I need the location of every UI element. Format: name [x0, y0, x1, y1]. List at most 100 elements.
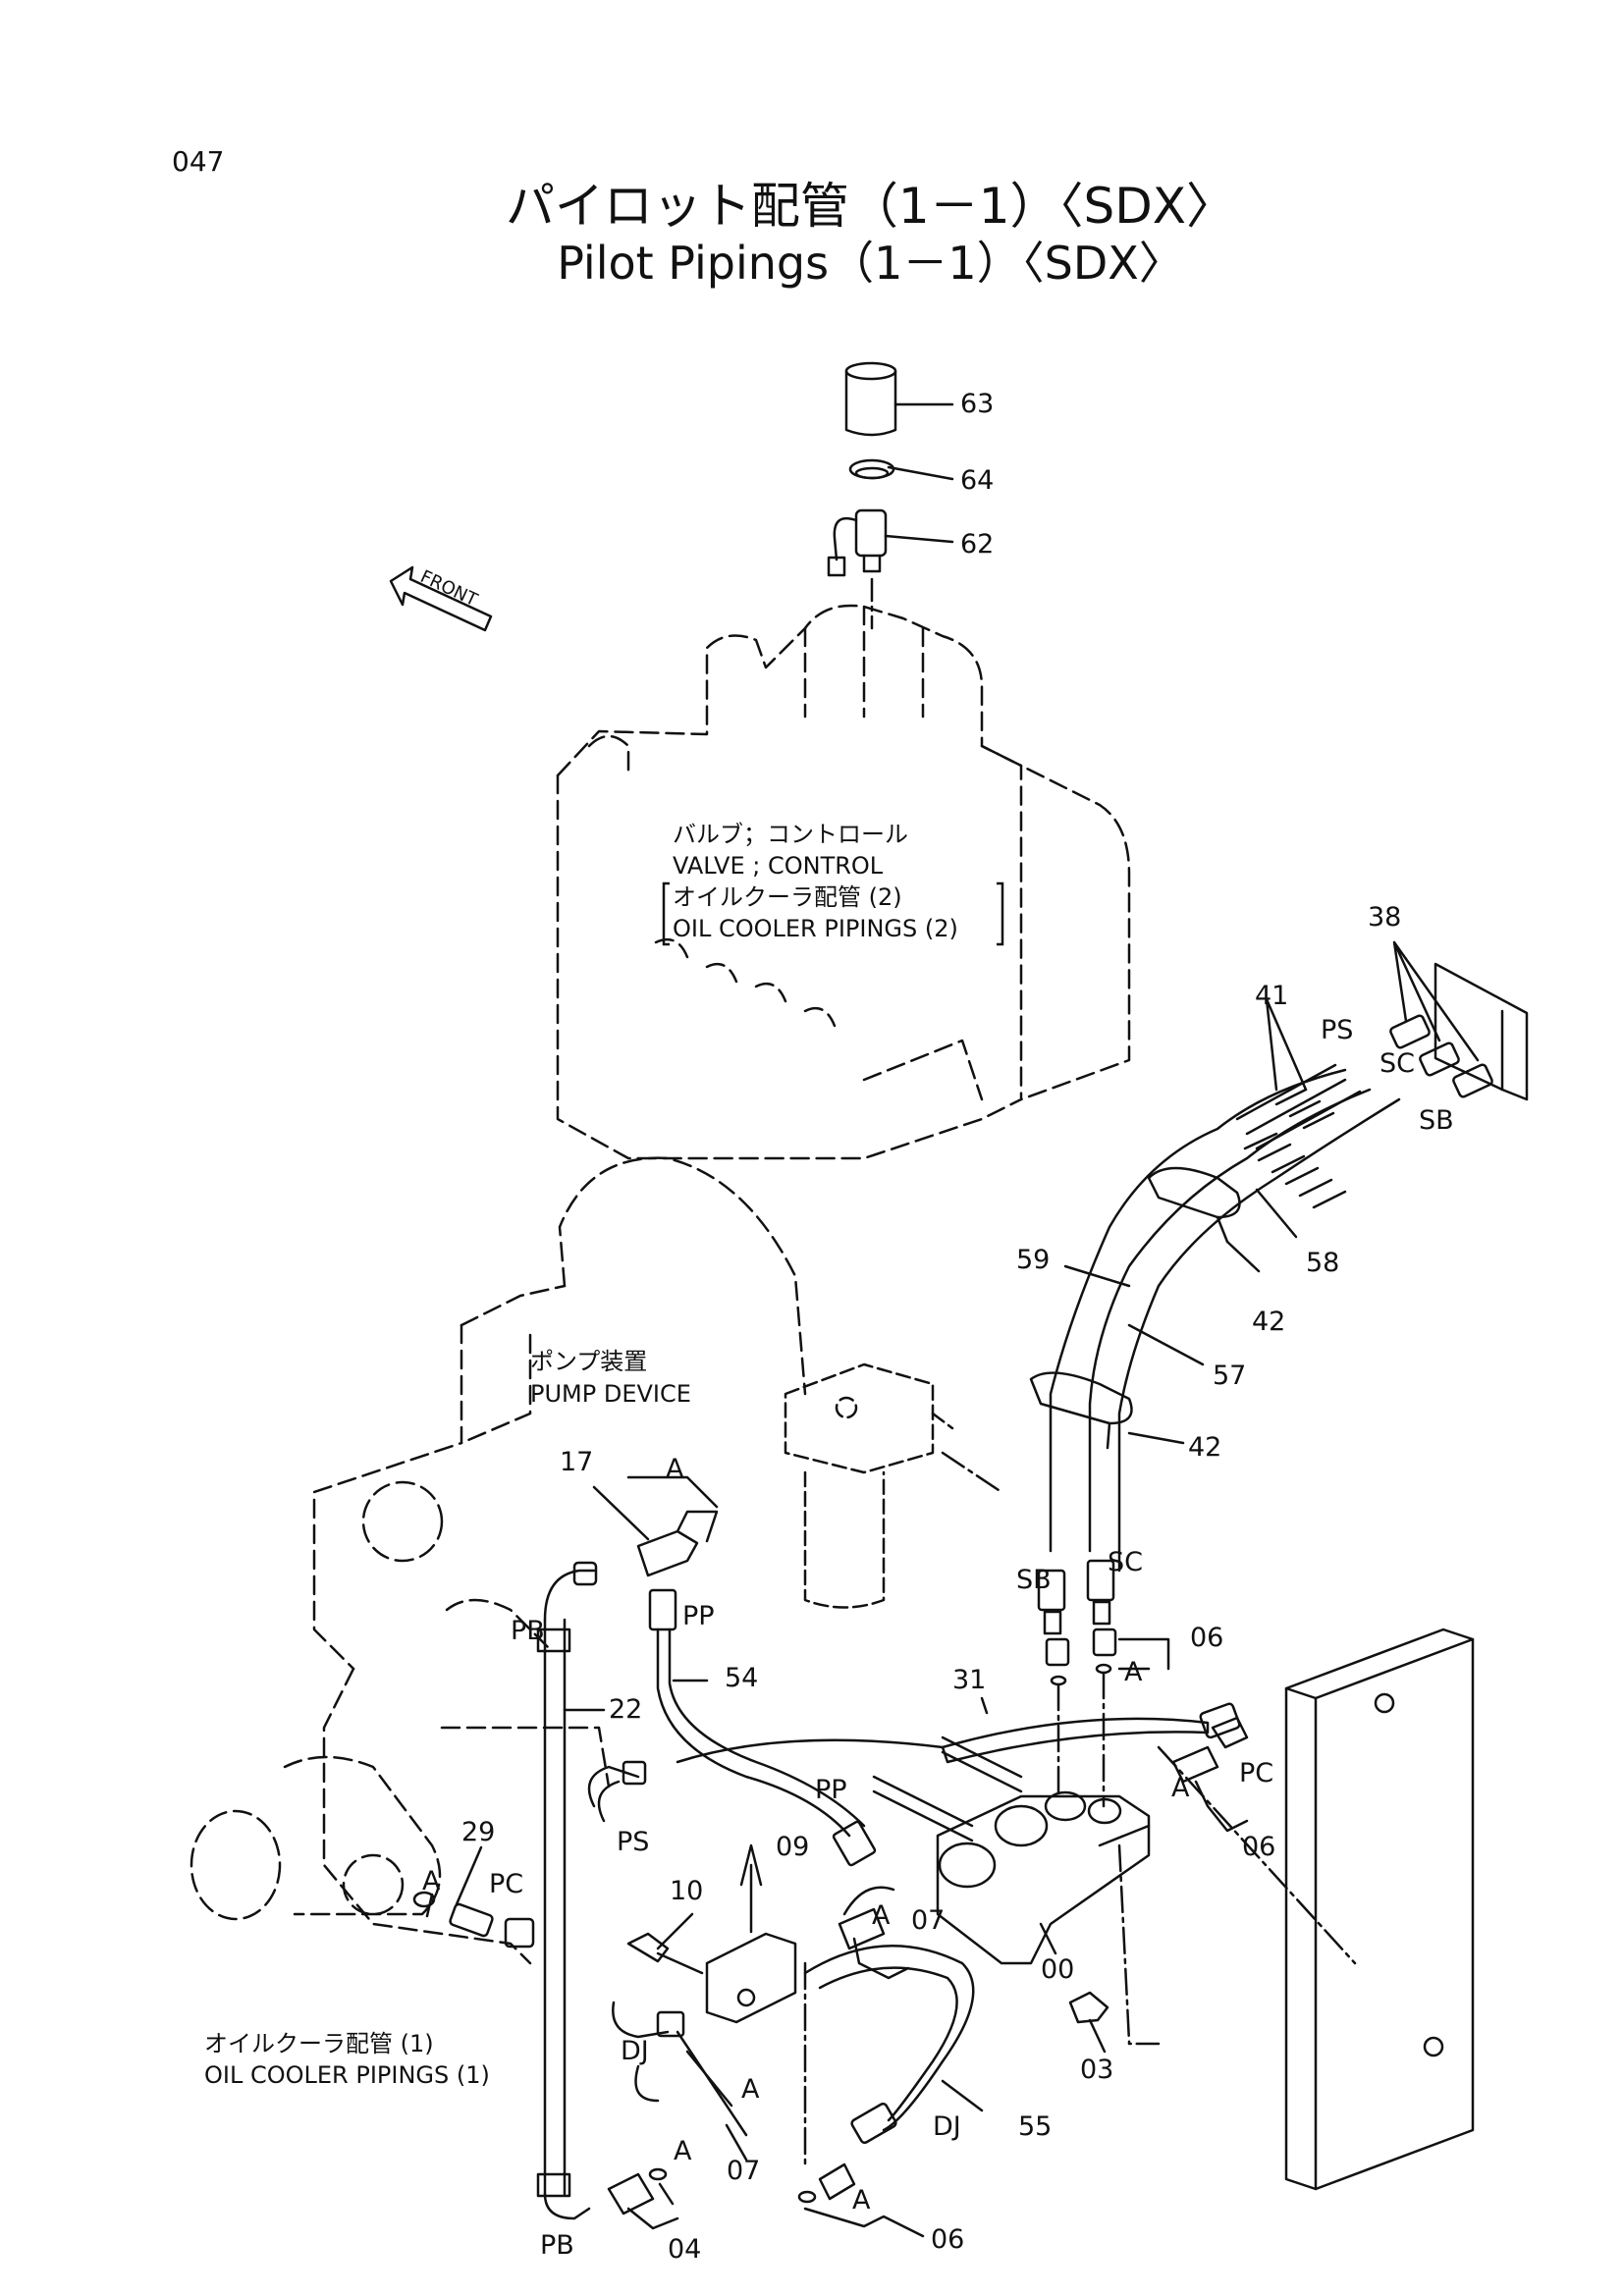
label-a-04: A	[674, 2136, 692, 2166]
note-pump-jp: ポンプ装置	[530, 1348, 647, 1375]
callout-31: 31	[952, 1665, 986, 1695]
callout-41: 41	[1255, 981, 1288, 1011]
leader-06a	[1117, 1637, 1170, 1671]
connectors-38	[1389, 1014, 1493, 1098]
callout-06-b: 06	[1242, 1832, 1275, 1862]
label-pb-top: PB	[511, 1616, 545, 1646]
adapter-04	[607, 2167, 668, 2216]
note-oil-cooler1-jp: オイルクーラ配管 (1)	[204, 2030, 434, 2057]
leader-41	[1265, 997, 1308, 1092]
note-pump-en: PUMP DEVICE	[530, 1380, 691, 1408]
label-pp-mid: PP	[815, 1775, 847, 1805]
page-number: 047	[172, 145, 225, 178]
centerlines	[803, 1451, 1357, 2171]
leader-57	[1127, 1323, 1205, 1366]
filter-outline	[784, 1362, 954, 1609]
leader-59	[1063, 1264, 1131, 1288]
pipe-31	[676, 1702, 1241, 1764]
pipe-22	[536, 1561, 598, 2220]
connector-17-fitting	[636, 1510, 719, 1577]
callout-59: 59	[1016, 1245, 1050, 1275]
leader-42a	[1225, 1240, 1261, 1273]
leader-31	[980, 1696, 989, 1715]
leader-a29	[425, 1893, 434, 1918]
cap-part-63	[844, 361, 897, 437]
elbow-07	[838, 1886, 895, 1950]
title-japanese: パイロット配管（1－1）〈SDX〉	[505, 178, 1236, 235]
adapter-06-b	[1171, 1745, 1219, 1784]
bolt-03	[1068, 1991, 1109, 2054]
pump-device-outline	[189, 1156, 807, 1965]
fitting-sb-mid	[1037, 1569, 1066, 1635]
clamp-42-upper	[1147, 1166, 1241, 1244]
label-pc-left: PC	[489, 1869, 523, 1899]
label-a-29: A	[422, 1866, 441, 1896]
leader-64	[887, 465, 954, 481]
hose-assembly-41	[1049, 1063, 1401, 1573]
fitting-sc-mid	[1086, 1559, 1115, 1626]
callout-62: 62	[960, 529, 994, 560]
callout-54: 54	[725, 1663, 758, 1693]
callout-00: 00	[1041, 1954, 1074, 1985]
pipe-54	[648, 1588, 877, 1867]
label-a-07a: A	[872, 1900, 891, 1931]
leader-58	[1255, 1188, 1298, 1239]
fitting-29	[412, 1891, 535, 1949]
callout-29: 29	[461, 1817, 495, 1847]
adapter-06-c	[797, 2163, 856, 2204]
label-a-06b: A	[1171, 1773, 1190, 1803]
callout-22: 22	[609, 1694, 642, 1725]
upper-bracket	[1434, 962, 1529, 1101]
leader-38	[1392, 940, 1480, 1062]
callout-63: 63	[960, 389, 994, 419]
note-brackets	[662, 881, 1004, 946]
leader-42b	[1127, 1431, 1185, 1445]
label-a-mid: A	[741, 2074, 760, 2105]
hose-55	[803, 1944, 975, 2145]
label-ps-top: PS	[1321, 1015, 1353, 1045]
pilot-valve-00	[872, 1735, 1151, 1965]
mounting-plate	[1284, 1628, 1475, 2191]
callout-10: 10	[670, 1876, 703, 1906]
callout-42-lower: 42	[1188, 1432, 1221, 1463]
label-a-17: A	[666, 1454, 684, 1484]
leader-17	[592, 1485, 650, 1541]
leader-a17	[626, 1475, 719, 1509]
leader-a04	[658, 2182, 675, 2206]
leader-04	[626, 2207, 679, 2230]
elbow-ps	[587, 1760, 647, 1823]
callout-06-a: 06	[1190, 1623, 1223, 1653]
label-pp-top: PP	[682, 1601, 715, 1631]
note-oil-cooler2-en: OIL COOLER PIPINGS (2)	[673, 915, 958, 942]
callout-42-upper: 42	[1252, 1307, 1285, 1337]
clamp-42-lower	[1029, 1371, 1133, 1450]
callout-57: 57	[1213, 1361, 1246, 1391]
leader-55	[941, 2079, 984, 2112]
label-dj-left: DJ	[621, 2036, 649, 2066]
callout-55: 55	[1018, 2111, 1052, 2142]
callout-64: 64	[960, 465, 994, 496]
leader-a-mid	[685, 2050, 733, 2108]
label-pc-right: PC	[1239, 1758, 1273, 1789]
front-arrow-icon	[389, 565, 493, 632]
note-oil-cooler2-jp: オイルクーラ配管 (2)	[673, 883, 902, 911]
title-english: Pilot Pipings（1－1）〈SDX〉	[557, 237, 1184, 290]
callout-06-c: 06	[931, 2224, 964, 2255]
control-valve-outline	[556, 604, 1131, 1160]
note-oil-cooler1-en: OIL COOLER PIPINGS (1)	[204, 2061, 490, 2089]
switch-part-62	[827, 508, 888, 577]
label-pb-bottom: PB	[540, 2230, 574, 2261]
leader-62	[884, 534, 954, 544]
leader-10	[656, 1912, 694, 1950]
callout-09: 09	[776, 1832, 809, 1862]
leader-00	[1039, 1922, 1057, 1955]
note-valve-jp: バルブ；コントロール	[673, 821, 908, 848]
note-valve-en: VALVE ; CONTROL	[673, 852, 884, 880]
callout-17: 17	[560, 1447, 593, 1477]
leader-06c	[803, 2207, 925, 2238]
check-valve-09	[705, 1843, 797, 2024]
label-sb-top: SB	[1419, 1105, 1454, 1136]
leader-06b	[1194, 1780, 1249, 1833]
callout-04: 04	[668, 2234, 701, 2265]
